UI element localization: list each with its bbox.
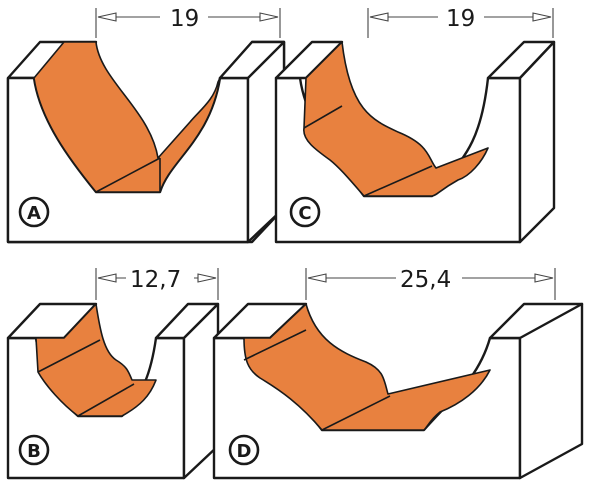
profile-c-cut xyxy=(303,41,489,197)
badge-d-label: D xyxy=(237,441,252,462)
profile-b xyxy=(6,302,220,480)
profile-d-edge-1 xyxy=(243,329,307,361)
dimension-c-arrow-right xyxy=(532,12,552,22)
profile-d-cut xyxy=(243,303,491,431)
dimension-c: 19 xyxy=(367,6,554,38)
badge-a: A xyxy=(18,196,50,228)
badge-c-circle xyxy=(289,196,321,228)
badge-d-circle xyxy=(228,434,260,466)
badge-d: D xyxy=(228,434,260,466)
dimension-b-label: 12,7 xyxy=(130,267,181,293)
dimension-d-arrow-right xyxy=(534,273,554,283)
dimension-d: 25,4 xyxy=(305,267,556,300)
profile-a xyxy=(6,40,286,244)
profile-b-edge-1 xyxy=(37,339,101,373)
dimension-c-label: 19 xyxy=(446,6,475,32)
badge-c: C xyxy=(289,196,321,228)
badge-a-circle xyxy=(18,196,50,228)
profile-a-edge xyxy=(95,157,161,193)
dimension-b: 12,7 xyxy=(95,267,219,300)
dimension-a: 19 xyxy=(95,6,281,38)
dimension-a-label: 19 xyxy=(170,6,199,32)
dimension-b-arrow-right xyxy=(197,273,217,283)
dimension-b-arrow-left xyxy=(97,273,117,283)
profile-c-edge-2 xyxy=(363,165,433,197)
badge-b-label: B xyxy=(27,441,41,462)
badge-a-label: A xyxy=(27,203,41,224)
profile-d-right-side xyxy=(518,302,584,480)
dimension-a-arrow-right xyxy=(259,12,279,22)
profile-d-edge-2 xyxy=(321,395,391,431)
badge-b-circle xyxy=(18,434,50,466)
profile-d xyxy=(212,302,584,480)
profile-b-edge-2 xyxy=(77,383,135,417)
badge-c-label: C xyxy=(298,203,311,224)
dimension-d-label: 25,4 xyxy=(400,267,451,293)
dimension-d-arrow-left xyxy=(307,273,327,283)
badge-b: B xyxy=(18,434,50,466)
profile-c-right-side xyxy=(518,40,556,244)
dimension-a-arrow-left xyxy=(97,12,117,22)
profile-c xyxy=(274,40,556,244)
profile-c-edge-1 xyxy=(303,105,343,129)
dimension-c-arrow-left xyxy=(369,12,389,22)
